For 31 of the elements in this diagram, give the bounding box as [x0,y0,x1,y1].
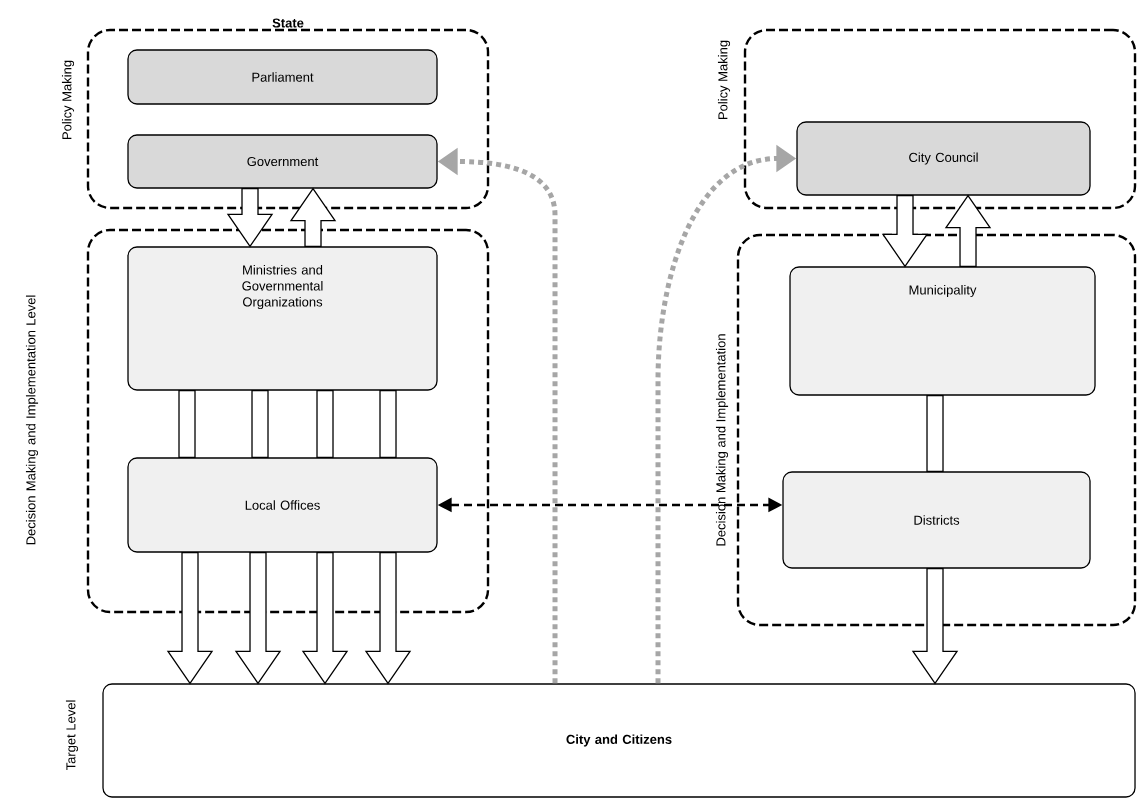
process-box: Ministries and Governmental Organizations [127,246,438,391]
block-arrow [234,552,282,685]
side-label: Policy Making [717,40,731,120]
process-box: Districts [782,471,1091,569]
side-label: Decision Making and Implementation Level [25,295,39,545]
node-label: State [272,18,304,28]
block-arrow [226,188,274,248]
block-arrow [364,552,412,685]
block-arrow [178,390,196,458]
process-box: City Council [796,121,1091,196]
block-arrow [301,552,349,685]
process-box: City and Citizens [102,683,1136,798]
process-box: Local Offices [127,457,438,553]
process-box: Government [127,134,438,189]
dashed-group-box [743,28,1137,210]
block-arrow [911,568,959,685]
block-arrow [289,187,337,247]
side-label: Target Level [65,700,79,771]
block-arrow [166,552,214,685]
process-box: Parliament [127,49,438,105]
block-arrow [944,194,992,267]
block-arrow [251,390,269,458]
block-arrow [379,390,397,458]
dashed-group-box [86,228,490,614]
side-label: Policy Making [61,60,75,140]
dashed-group-box [736,233,1137,627]
block-arrow [881,195,929,268]
block-arrow [926,395,944,472]
process-box: Municipality [789,266,1096,396]
side-label: Decision Making and Implementation [715,334,729,546]
block-arrow [316,390,334,458]
